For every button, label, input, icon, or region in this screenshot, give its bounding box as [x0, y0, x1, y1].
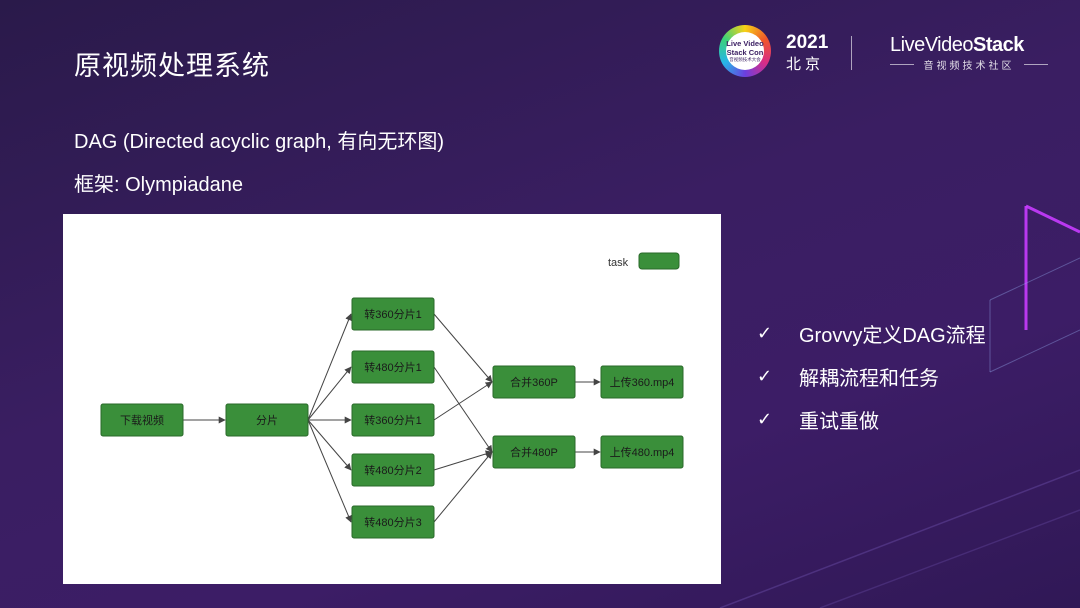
dag-diagram: 下载视频 分片 转360分片1 转480分片1 转360分片1 转480分片2 转480分片…: [100, 252, 684, 539]
task-node-up480: 上传480.mp4: [600, 435, 684, 469]
task-node-box: [351, 453, 435, 487]
edge-split-to-t360_1a: [307, 313, 352, 421]
edge-t480_2-to-merge480: [433, 450, 493, 471]
event-city: 北京: [786, 56, 825, 73]
feature-text: Grovvy定义DAG流程: [799, 325, 986, 347]
task-node-merge360: 合并360P: [492, 365, 576, 399]
feature-item: ✓ 解耦流程和任务: [757, 355, 986, 398]
framework-label: 框架: Olympiadane: [74, 174, 243, 196]
feature-list: ✓ Grovvy定义DAG流程 ✓ 解耦流程和任务 ✓ 重试重做: [757, 312, 986, 441]
task-node-label: 上传480.mp4: [610, 446, 675, 459]
task-node-download: 下载视频: [100, 403, 184, 437]
event-logo-line3: 音视频技术大会: [729, 57, 761, 62]
task-node-t480_1: 转480分片1: [351, 350, 435, 384]
edge-t360_1b-to-merge360: [433, 381, 493, 421]
task-node-t360_1a: 转360分片1: [351, 297, 435, 331]
dag-definition: DAG (Directed acyclic graph, 有向无环图): [74, 131, 445, 153]
task-node-label: 转360分片1: [364, 307, 421, 321]
edge-split-to-t480_3: [307, 419, 352, 523]
feature-text: 解耦流程和任务: [799, 368, 939, 390]
header-divider: [851, 36, 852, 70]
task-node-box: [600, 435, 684, 469]
task-node-merge480: 合并480P: [492, 435, 576, 469]
legend-swatch: [638, 252, 680, 270]
task-node-box: [351, 505, 435, 539]
task-node-label: 上传360.mp4: [610, 376, 675, 389]
brand-name-suffix: Stack: [972, 34, 1024, 56]
brand-name-prefix: LiveVideo: [890, 34, 973, 56]
task-node-box: [100, 403, 184, 437]
task-node-box: [351, 350, 435, 384]
task-node-split: 分片: [225, 403, 309, 437]
event-year: 2021: [786, 32, 829, 53]
check-icon: ✓: [757, 323, 773, 343]
task-node-t480_2: 转480分片2: [351, 453, 435, 487]
task-node-box: [492, 435, 576, 469]
task-node-label: 分片: [256, 414, 278, 427]
task-node-t480_3: 转480分片3: [351, 505, 435, 539]
feature-item: ✓ 重试重做: [757, 398, 986, 441]
task-node-label: 转360分片1: [364, 413, 421, 427]
task-node-label: 转480分片3: [364, 515, 421, 529]
event-logo-line2: Stack Con: [726, 48, 764, 57]
diagram-panel: 下载视频 分片 转360分片1 转480分片1 转360分片1 转480分片2 转480分片…: [63, 214, 721, 584]
feature-item: ✓ Grovvy定义DAG流程: [757, 312, 986, 355]
task-node-label: 转480分片2: [364, 463, 421, 477]
task-node-label: 合并360P: [510, 375, 558, 389]
task-node-label: 合并480P: [510, 445, 558, 459]
edge-t480_1-to-merge480: [433, 366, 493, 453]
event-logo-icon: Live Video Stack Con 音视频技术大会: [719, 25, 771, 77]
edge-split-to-t480_1: [307, 366, 352, 421]
feature-text: 重试重做: [799, 411, 879, 433]
task-node-box: [351, 403, 435, 437]
legend-label: task: [608, 257, 629, 269]
page-title: 原视频处理系统: [74, 51, 270, 81]
task-node-t360_1b: 转360分片1: [351, 403, 435, 437]
task-node-label: 转480分片1: [364, 360, 421, 374]
edge-split-to-t480_2: [307, 419, 352, 471]
edge-t480_3-to-merge480: [433, 451, 493, 523]
task-node-box: [225, 403, 309, 437]
event-logo-line1: Live Video: [726, 39, 764, 48]
task-node-box: [492, 365, 576, 399]
check-icon: ✓: [757, 366, 773, 386]
task-node-box: [351, 297, 435, 331]
task-node-box: [600, 365, 684, 399]
task-node-up360: 上传360.mp4: [600, 365, 684, 399]
brand-logo: LiveVideoStack: [890, 34, 1024, 57]
edge-t360_1a-to-merge360: [433, 313, 493, 383]
brand-tagline: 音视频技术社区: [890, 57, 1048, 72]
check-icon: ✓: [757, 409, 773, 429]
task-node-label: 下载视频: [120, 413, 164, 427]
